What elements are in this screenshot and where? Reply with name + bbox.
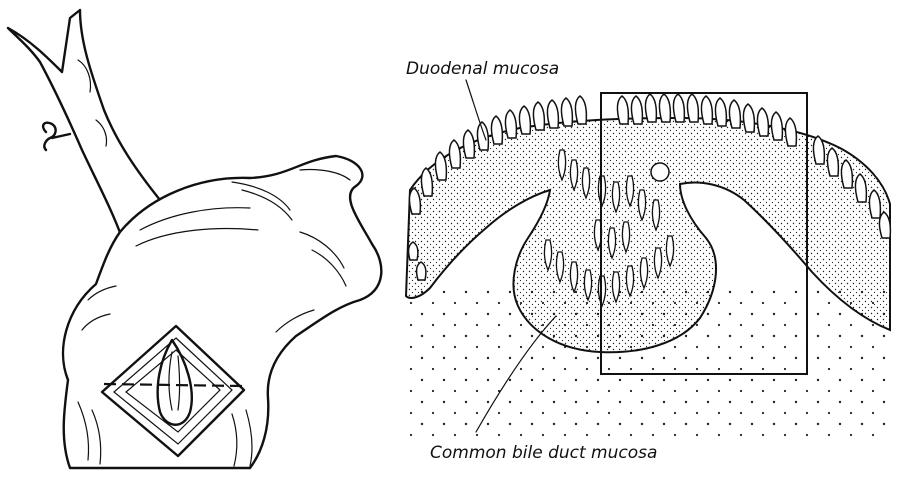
ligature (43, 123, 70, 150)
duct-lumen (651, 163, 669, 181)
duodenum-drawing (8, 10, 381, 468)
mucosa-section: Duodenal mucosa Common bile duct mucosa (404, 59, 890, 463)
common-bile-duct (8, 10, 160, 238)
duodenal-mucosa-label: Duodenal mucosa (406, 59, 559, 79)
common-bile-duct-mucosa-label: Common bile duct mucosa (430, 443, 657, 463)
